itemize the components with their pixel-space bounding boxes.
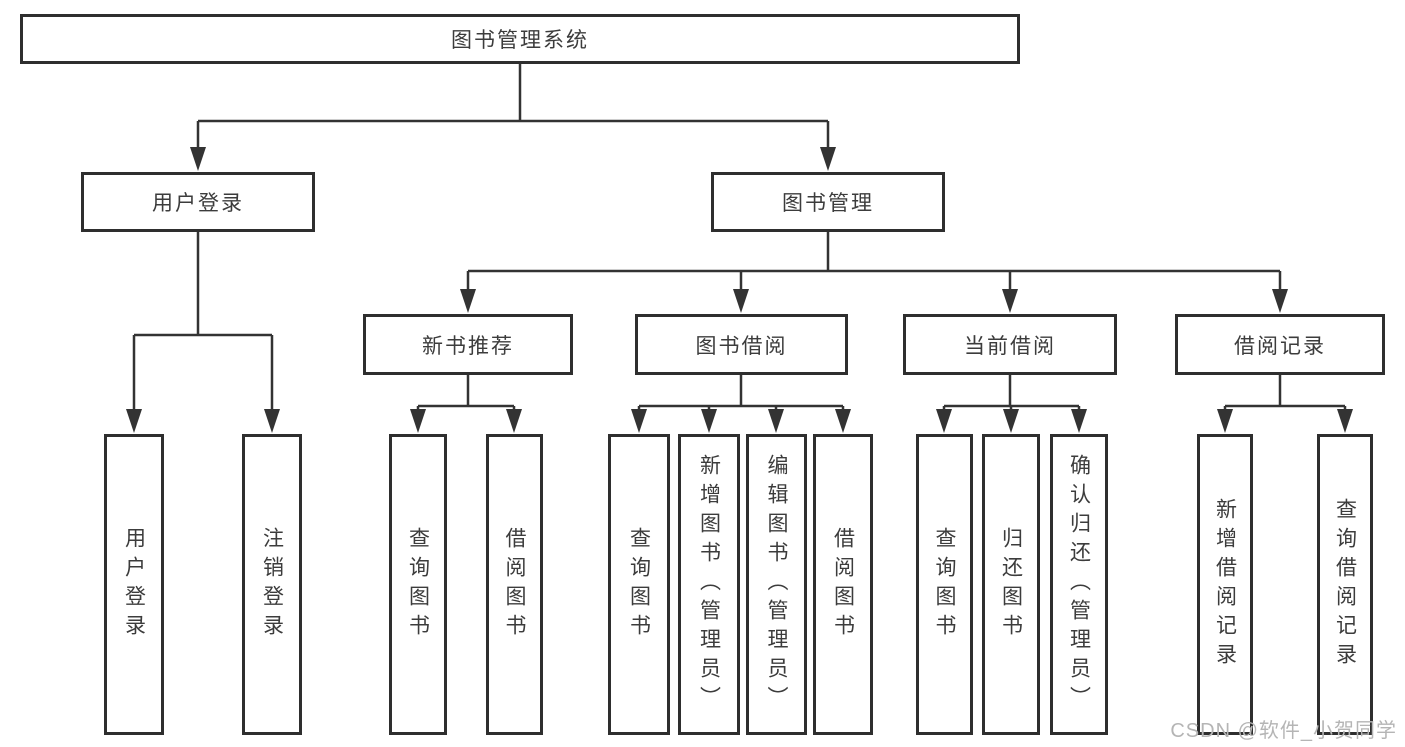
- leaf-query-books-recommend-label: 查询图书: [406, 526, 430, 643]
- current-borrow-box-label: 当前借阅: [964, 334, 1056, 358]
- user-login-box-label: 用户登录: [152, 192, 244, 215]
- leaf-query-books-borrow-label: 查询图书: [627, 526, 651, 643]
- connector-lines: [132, 64, 1347, 411]
- leaf-logout: 注销登录: [242, 434, 302, 735]
- leaf-confirm-return-admin-label: 确认归还（管理员）: [1067, 454, 1091, 715]
- leaf-return-books: 归还图书: [982, 434, 1040, 735]
- leaf-edit-book-admin: 编辑图书（管理员）: [746, 434, 807, 735]
- leaf-query-books-current: 查询图书: [916, 434, 973, 735]
- book-borrow-box-label: 图书借阅: [695, 334, 788, 358]
- book-borrow-box: 图书借阅: [635, 314, 848, 375]
- csdn-watermark: CSDN @软件_小贺同学: [1170, 720, 1397, 742]
- leaf-borrow-books-label: 借阅图书: [831, 526, 855, 643]
- leaf-confirm-return-admin: 确认归还（管理员）: [1050, 434, 1108, 735]
- book-management-box-label: 图书管理: [782, 192, 874, 215]
- current-borrow-box: 当前借阅: [903, 314, 1117, 375]
- leaf-borrow-books: 借阅图书: [813, 434, 873, 735]
- leaf-add-book-admin-label: 新增图书（管理员）: [697, 454, 721, 715]
- leaf-return-books-label: 归还图书: [999, 526, 1023, 643]
- leaf-add-book-admin: 新增图书（管理员）: [678, 434, 740, 735]
- borrow-records-box-label: 借阅记录: [1234, 334, 1326, 358]
- new-book-recommend-box-label: 新书推荐: [422, 334, 514, 358]
- leaf-query-books-recommend: 查询图书: [389, 434, 447, 735]
- root-box-system: 图书管理系统: [20, 14, 1020, 64]
- arrowheads: [126, 147, 1353, 433]
- user-login-box: 用户登录: [81, 172, 315, 232]
- leaf-borrow-books-recommend-label: 借阅图书: [503, 526, 526, 643]
- leaf-add-borrow-record: 新增借阅记录: [1197, 434, 1253, 735]
- leaf-query-borrow-record: 查询借阅记录: [1317, 434, 1373, 735]
- leaf-user-login: 用户登录: [104, 434, 164, 735]
- leaf-user-login-label: 用户登录: [122, 526, 146, 643]
- leaf-edit-book-admin-label: 编辑图书（管理员）: [765, 454, 788, 715]
- leaf-borrow-books-recommend: 借阅图书: [486, 434, 543, 735]
- new-book-recommend-box: 新书推荐: [363, 314, 573, 375]
- leaf-query-books-current-label: 查询图书: [933, 526, 956, 643]
- borrow-records-box: 借阅记录: [1175, 314, 1385, 375]
- leaf-add-borrow-record-label: 新增借阅记录: [1213, 497, 1237, 672]
- leaf-query-borrow-record-label: 查询借阅记录: [1333, 497, 1357, 672]
- leaf-query-books-borrow: 查询图书: [608, 434, 670, 735]
- book-management-box: 图书管理: [711, 172, 945, 232]
- leaf-logout-label: 注销登录: [260, 526, 284, 643]
- root-box-label: 图书管理系统: [451, 29, 589, 52]
